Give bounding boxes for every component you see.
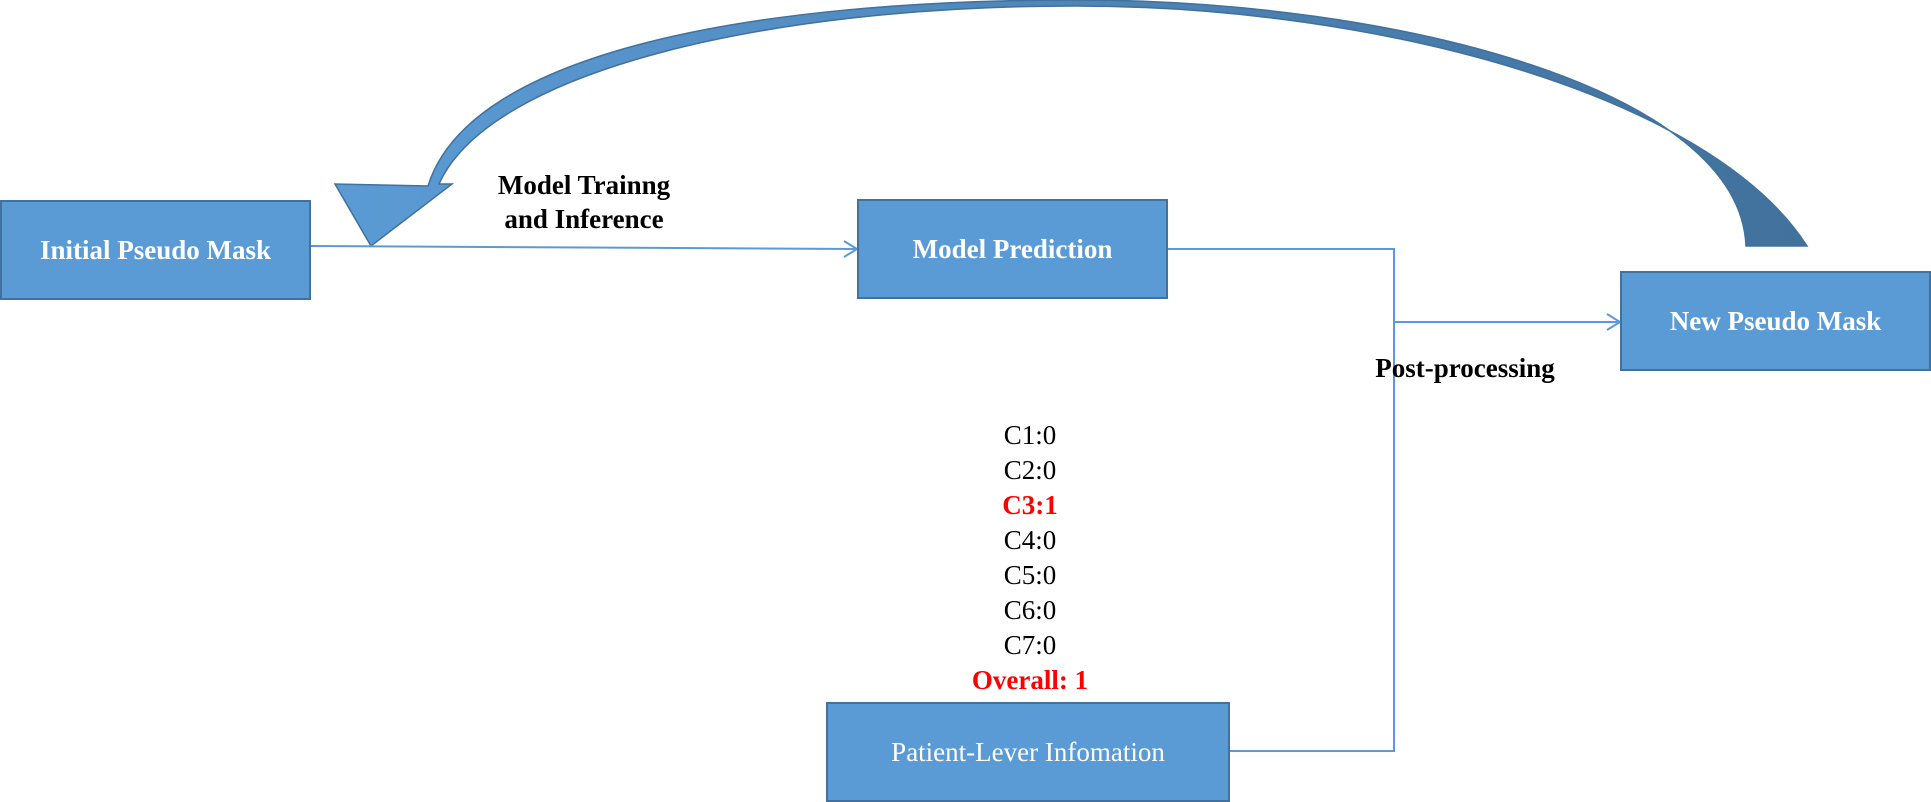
- patient-info-node: Patient-Lever Infomation: [826, 702, 1230, 802]
- new-pseudo-mask-node: New Pseudo Mask: [1620, 271, 1931, 371]
- edge-initial-to-prediction: [310, 245, 858, 250]
- training-label-line2: and Inference: [504, 204, 664, 234]
- model-prediction-label: Model Prediction: [912, 233, 1113, 264]
- condition-list: C1:0 C2:0 C3:1 C4:0 C5:0 C6:0 C7:0 Overa…: [930, 418, 1130, 698]
- condition-item-highlighted: C3:1: [1002, 490, 1058, 520]
- model-prediction-node: Model Prediction: [857, 199, 1168, 299]
- condition-item: C6:0: [1003, 595, 1057, 625]
- postprocessing-label: Post-processing: [1375, 353, 1555, 383]
- condition-item: C2:0: [1003, 455, 1057, 485]
- postprocessing-edge-label: Post-processing: [1360, 351, 1570, 385]
- initial-pseudo-mask-node: Initial Pseudo Mask: [0, 200, 311, 300]
- condition-item: C7:0: [1003, 630, 1057, 660]
- initial-pseudo-mask-label: Initial Pseudo Mask: [39, 234, 272, 265]
- overall-result: Overall: 1: [971, 665, 1089, 695]
- condition-item: C4:0: [1003, 525, 1057, 555]
- training-label-line1: Model Trainng: [497, 170, 671, 200]
- edge-prediction-to-new-mask: [1168, 248, 1620, 323]
- new-pseudo-mask-label: New Pseudo Mask: [1669, 305, 1882, 336]
- condition-item: C5:0: [1003, 560, 1057, 590]
- training-edge-label: Model Trainng and Inference: [470, 168, 698, 236]
- condition-item: C1:0: [1003, 420, 1057, 450]
- patient-info-label: Patient-Lever Infomation: [891, 736, 1165, 767]
- edge-patient-to-junction: [1230, 322, 1395, 752]
